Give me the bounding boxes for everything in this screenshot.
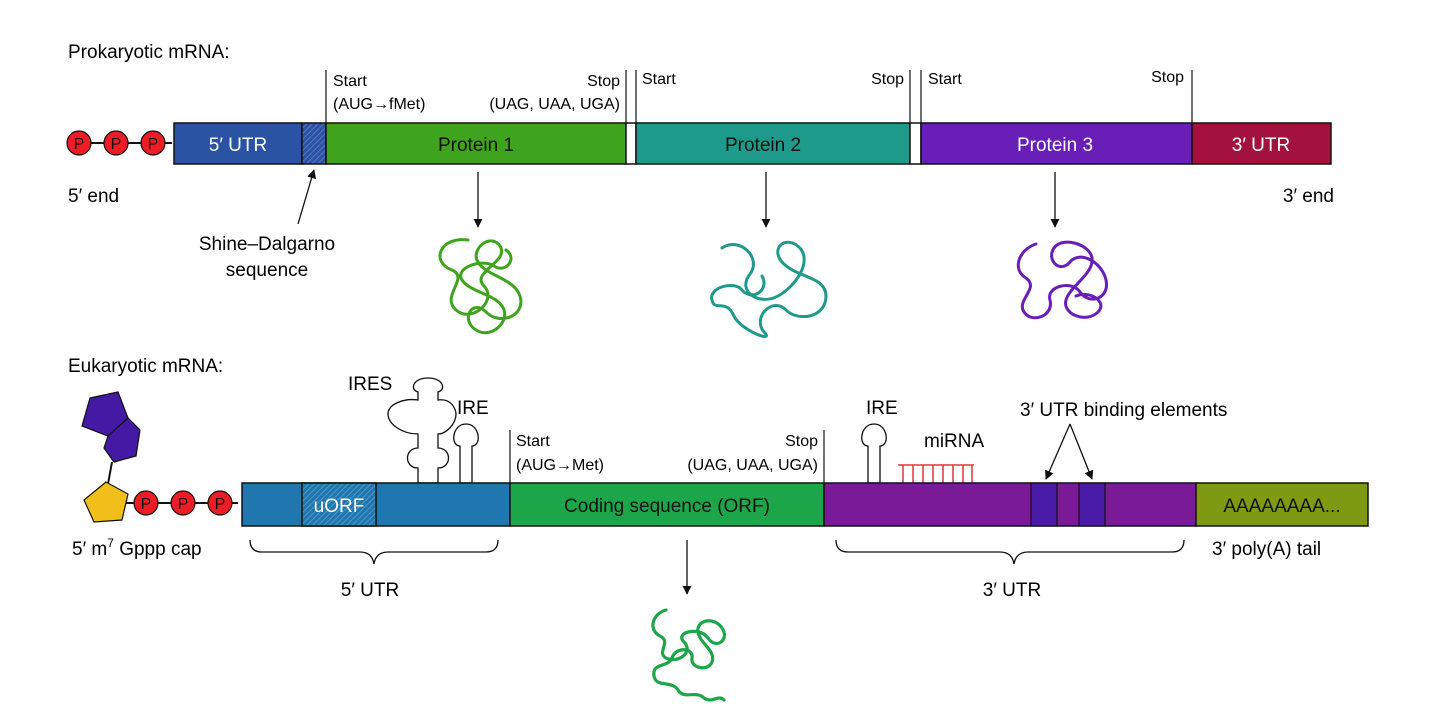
protein1-label: Protein 1 [438,135,514,156]
polya-label: AAAAAAAA... [1223,496,1340,517]
start-codon-detail: (AUG→Met) [516,457,604,474]
ire-label: IRE [457,398,489,419]
binding-element-arrow [1045,423,1071,480]
intergenic-gap [909,122,922,165]
binding-element [1078,482,1106,527]
phosphate-circle [207,490,233,516]
prokaryotic-codon-markers [325,70,1193,123]
uorf-segment [301,482,377,527]
ire-stem-loop-icon [453,423,479,484]
intergenic-gap [625,122,637,165]
ires-label: IRES [348,374,392,395]
ire-stem-loop-icon [861,423,887,484]
five-prime-end-label: 5′ end [68,186,119,207]
utr3-brace [835,539,1185,565]
utr5-label: 5′ UTR [209,135,267,156]
uorf-label: uORF [314,496,365,517]
phosphate-label: P [178,496,189,513]
protein3-coil-icon [1016,240,1108,320]
coding-sequence-label: Coding sequence (ORF) [564,496,770,517]
three-prime-end-label: 3′ end [1283,186,1334,207]
binding-element-arrow [1069,423,1094,480]
start-codon-label: Start [642,71,676,88]
polya-tail-segment [1195,482,1369,527]
stop-codon-label: Stop [587,73,620,90]
cap-hexagon-icon [103,417,141,463]
start-codon-label: Start [516,433,550,450]
mirna-label: miRNA [924,431,984,452]
prokaryotic-mrna-strand: 5′ UTR Protein 1 Protein 2 Protein 3 3′ … [173,122,1332,165]
utr3-segment [1191,122,1332,165]
eukaryotic-protein-coil-icon [651,608,726,702]
stop-codon-detail: (UAG, UAA, UGA) [489,96,620,113]
start-codon-label: Start [928,71,962,88]
phosphate-label: P [148,136,159,153]
polya-tail-label: 3′ poly(A) tail [1212,539,1321,560]
protein1-segment [325,122,627,165]
phosphate-label: P [111,136,122,153]
phosphate-circle [140,130,166,156]
ires-stem-loop-icon [387,377,457,484]
start-codon-detail: (AUG→fMet) [333,96,425,113]
utr3-segment [823,482,1197,527]
stop-codon-detail: (UAG, UAA, UGA) [687,457,818,474]
phosphate-circle [66,130,92,156]
binding-elements-label: 3′ UTR binding elements [1020,400,1227,421]
protein2-coil-icon [710,240,828,338]
shine-dalgarno-arrow [297,169,317,225]
binding-element [1030,482,1058,527]
protein3-segment [920,122,1193,165]
protein2-segment [635,122,911,165]
stop-codon-label: Stop [1151,69,1184,86]
utr3-label: 3′ UTR [983,580,1041,601]
phosphate-circle [170,490,196,516]
protein2-label: Protein 2 [725,135,801,156]
protein1-coil-icon [438,238,523,335]
shine-dalgarno-label: Shine–Dalgarno [199,234,335,255]
phosphate-label: P [215,496,226,513]
guanine-ribose-icon [83,481,129,523]
shine-dalgarno-label: sequence [226,260,308,281]
phosphate-circle [103,130,129,156]
utr5-brace [249,539,499,565]
eukaryotic-title: Eukaryotic mRNA: [68,356,223,377]
phosphate-label: P [141,496,152,513]
eukaryotic-mrna-strand: uORF Coding sequence (ORF) AAAAAAAA... [241,482,1369,527]
protein3-label: Protein 3 [1017,135,1093,156]
stop-codon-label: Stop [785,433,818,450]
shine-dalgarno-segment [301,122,327,165]
mirna-icon [898,464,974,483]
start-codon-label: Start [333,73,367,90]
cap-label: 5′ m7 Gppp cap [72,536,202,560]
phosphate-label: P [74,136,85,153]
phosphate-circle [133,490,159,516]
prokaryotic-triphosphate: P P P [66,130,172,156]
prokaryotic-title: Prokaryotic mRNA: [68,42,230,63]
stop-codon-label: Stop [871,71,904,88]
utr3-label: 3′ UTR [1232,135,1290,156]
five-prime-cap-structure: P P P [81,391,238,523]
ire-label: IRE [866,398,898,419]
utr5-label: 5′ UTR [341,580,399,601]
